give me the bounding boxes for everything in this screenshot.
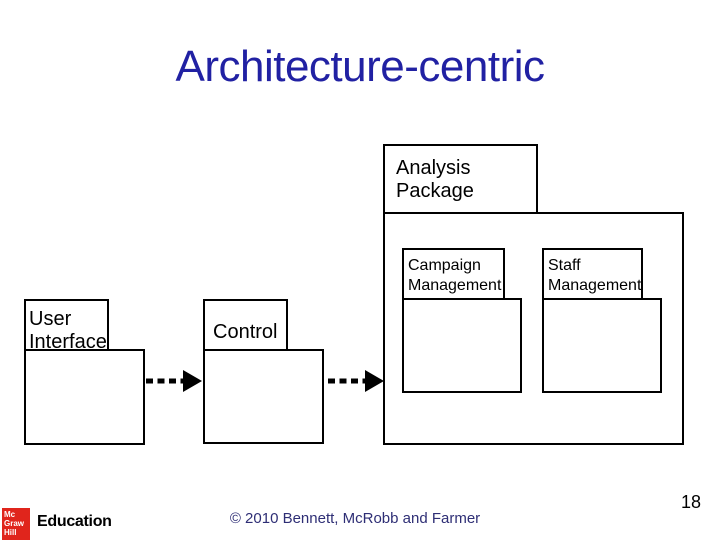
control-package-label: Control bbox=[213, 321, 278, 343]
analysis-package-label-line1: Analysis bbox=[396, 157, 471, 179]
user-interface-label-line2: Interface bbox=[29, 331, 107, 353]
control-package-body bbox=[203, 349, 324, 444]
user-interface-package-tab: User Interface bbox=[24, 299, 109, 353]
staff-package-label-line2: Management bbox=[548, 277, 642, 294]
user-interface-package-body bbox=[24, 349, 145, 445]
page-number: 18 bbox=[680, 492, 701, 512]
staff-package-label-line1: Staff bbox=[548, 257, 581, 274]
campaign-package-label-line1: Campaign bbox=[408, 257, 481, 274]
campaign-package-label-line2: Management bbox=[408, 277, 502, 294]
education-wordmark: Education bbox=[37, 513, 112, 530]
analysis-package-tab: Analysis Package bbox=[383, 144, 538, 214]
campaign-management-package-body bbox=[402, 298, 522, 393]
dependency-arrow-ui-to-control-icon bbox=[146, 370, 202, 392]
staff-management-package-body bbox=[542, 298, 662, 393]
copyright-text: © 2010 Bennett, McRobb and Farmer bbox=[229, 510, 481, 527]
mcgraw-hill-logo-icon: Mc Graw Hill bbox=[2, 508, 30, 540]
logo-line-mc: Mc bbox=[4, 510, 16, 519]
campaign-management-package-tab: Campaign Management bbox=[402, 248, 505, 300]
analysis-package-label-line2: Package bbox=[396, 180, 474, 202]
logo-line-graw: Graw bbox=[4, 519, 25, 528]
user-interface-label-line1: User bbox=[29, 308, 72, 330]
control-package-tab: Control bbox=[203, 299, 288, 351]
staff-management-package-tab: Staff Management bbox=[542, 248, 643, 300]
dependency-arrow-control-to-analysis-icon bbox=[328, 370, 384, 392]
slide-title: Architecture-centric bbox=[175, 42, 545, 91]
logo-line-hill: Hill bbox=[4, 528, 17, 537]
